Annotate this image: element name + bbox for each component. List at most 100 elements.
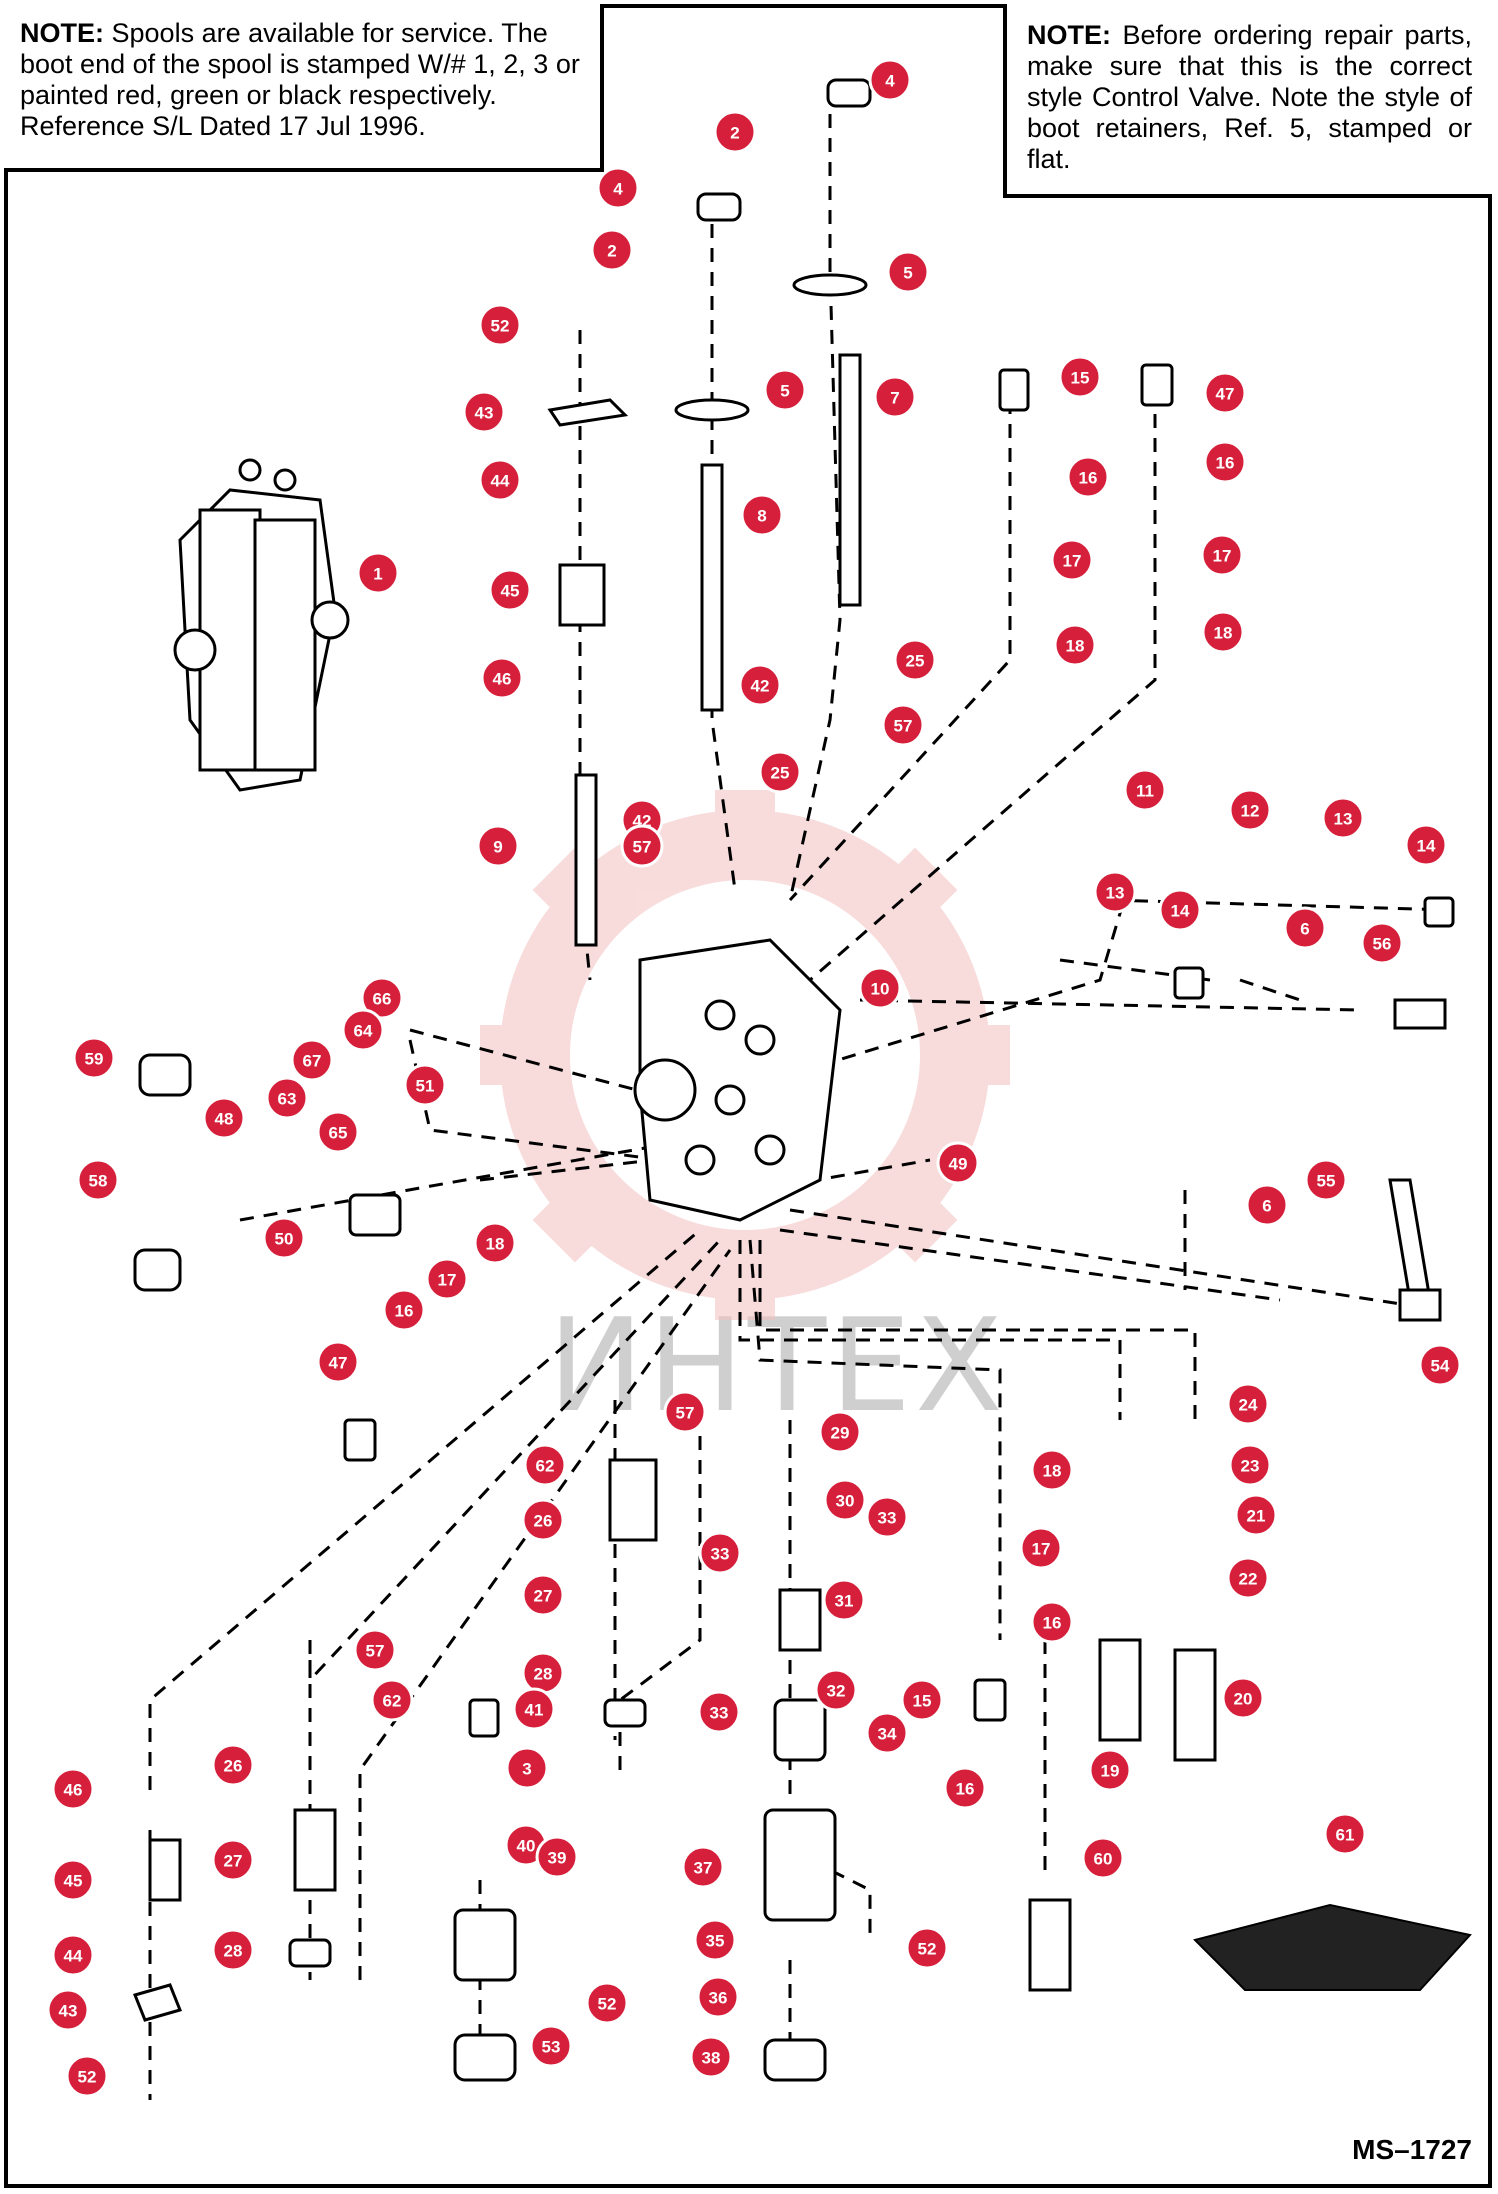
callout-number: 46 xyxy=(493,670,512,689)
callout-bubble xyxy=(738,663,782,707)
callout-bubble xyxy=(1058,355,1102,399)
sleeve-34 xyxy=(773,1698,827,1762)
tube-55 xyxy=(1388,1178,1432,1302)
callout-number: 6 xyxy=(1300,920,1309,939)
callout-bubble xyxy=(1404,823,1448,867)
callout-bubble xyxy=(1304,1158,1348,1202)
valve-body xyxy=(633,938,842,1222)
callout-29: 29 xyxy=(818,1410,862,1454)
callout-bubble xyxy=(865,1711,909,1755)
callout-number: 42 xyxy=(751,677,770,696)
callout-23: 23 xyxy=(1228,1443,1272,1487)
callout-2: 2 xyxy=(713,110,757,154)
callout-bubble xyxy=(262,1216,306,1260)
cap-53 xyxy=(453,2033,517,2082)
callout-46: 46 xyxy=(480,656,524,700)
callout-62: 62 xyxy=(370,1678,414,1722)
callout-11: 11 xyxy=(1123,768,1167,812)
callout-bubble xyxy=(462,390,506,434)
callout-bubble xyxy=(893,638,937,682)
callout-bubble xyxy=(505,1746,549,1790)
callout-number: 28 xyxy=(534,1665,553,1684)
callout-bubble xyxy=(905,1926,949,1970)
callout-number: 25 xyxy=(906,652,925,671)
callout-bubble xyxy=(1158,888,1202,932)
callout-19: 19 xyxy=(1088,1748,1132,1792)
callout-bubble xyxy=(51,1933,95,1977)
callout-bubble xyxy=(1053,623,1097,667)
callout-bubble xyxy=(1200,533,1244,577)
callout-bubble xyxy=(370,1678,414,1722)
callout-number: 54 xyxy=(1431,1357,1450,1376)
callout-3: 3 xyxy=(505,1746,549,1790)
callout-9: 9 xyxy=(476,824,520,868)
callout-55: 55 xyxy=(1304,1158,1348,1202)
tee-fitting-56 xyxy=(1393,998,1447,1030)
callout-bubble xyxy=(693,1918,737,1962)
callout-22: 22 xyxy=(1226,1556,1270,1600)
callout-52: 52 xyxy=(585,1981,629,2025)
callout-number: 2 xyxy=(607,242,616,261)
callout-25: 25 xyxy=(758,750,802,794)
callout-bubble xyxy=(943,1766,987,1810)
callout-bubble xyxy=(341,1008,385,1052)
callout-number: 10 xyxy=(871,980,890,999)
callout-17: 17 xyxy=(1019,1526,1063,1570)
callout-bubble xyxy=(76,1158,120,1202)
callout-25: 25 xyxy=(893,638,937,682)
cover-plate xyxy=(547,398,629,427)
callout-bubble xyxy=(1066,455,1110,499)
callout-33: 33 xyxy=(698,1531,742,1575)
callout-number: 6 xyxy=(1262,1197,1271,1216)
callout-number: 37 xyxy=(694,1859,713,1878)
plug-41 xyxy=(468,1698,500,1738)
callout-bubble xyxy=(51,1858,95,1902)
callout-number: 30 xyxy=(836,1492,855,1511)
callout-13: 13 xyxy=(1093,870,1137,914)
relief-valve-20 xyxy=(1173,1648,1217,1762)
callout-number: 47 xyxy=(329,1354,348,1373)
callout-bubble xyxy=(823,1478,867,1522)
boot-retainer-middle xyxy=(674,398,750,422)
callout-number: 57 xyxy=(676,1404,695,1423)
callout-bubble xyxy=(696,1975,740,2019)
callout-bubble xyxy=(1226,1382,1270,1426)
callout-bubble xyxy=(590,228,634,272)
callout-bubble xyxy=(480,656,524,700)
callout-28: 28 xyxy=(211,1928,255,1972)
note-spools: NOTE: Spools are available for service. … xyxy=(4,4,604,172)
callout-number: 62 xyxy=(536,1457,555,1476)
callout-49: 49 xyxy=(936,1141,980,1185)
callout-bubble xyxy=(1050,538,1094,582)
callout-40: 40 xyxy=(504,1823,548,1867)
callout-bubble xyxy=(1123,768,1167,812)
control-valve-assembly xyxy=(173,458,350,792)
callout-number: 16 xyxy=(1079,469,1098,488)
callout-number: 49 xyxy=(949,1155,968,1174)
callout-number: 63 xyxy=(278,1090,297,1109)
plug-15-upper xyxy=(998,368,1030,412)
callout-54: 54 xyxy=(1418,1343,1462,1387)
callout-bubble xyxy=(620,824,664,868)
callout-bubble xyxy=(818,1410,862,1454)
callout-number: 16 xyxy=(956,1780,975,1799)
callout-bubble xyxy=(478,458,522,502)
callout-number: 11 xyxy=(1136,782,1154,801)
callout-number: 43 xyxy=(59,2002,78,2021)
callout-bubble xyxy=(1203,371,1247,415)
callout-64: 64 xyxy=(341,1008,385,1052)
callout-16: 16 xyxy=(1203,440,1247,484)
callout-39: 39 xyxy=(535,1835,579,1879)
callout-27: 27 xyxy=(211,1838,255,1882)
callout-bubble xyxy=(473,1221,517,1265)
callout-bubble xyxy=(763,368,807,412)
callout-bubble xyxy=(1245,1183,1289,1227)
callout-bubble xyxy=(1088,1748,1132,1792)
watermark-gear xyxy=(480,790,1010,1320)
callout-number: 58 xyxy=(89,1172,108,1191)
callout-number: 44 xyxy=(491,472,510,491)
callout-17: 17 xyxy=(425,1257,469,1301)
callout-57: 57 xyxy=(663,1390,707,1434)
note-ordering: NOTE: Before ordering repair parts, make… xyxy=(1003,4,1492,198)
